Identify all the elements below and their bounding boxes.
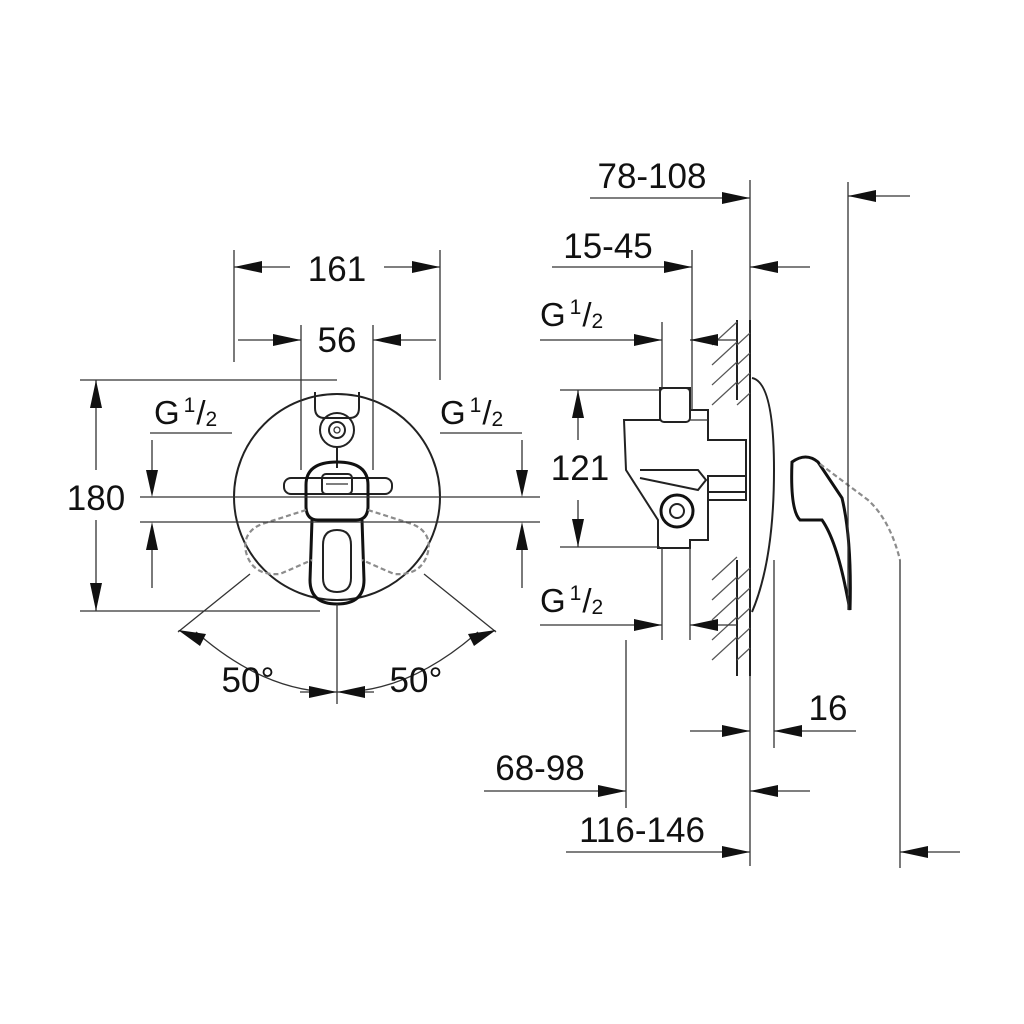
mixer-body-bar <box>283 477 393 495</box>
dim-depth-68-98: 68-98 <box>495 749 585 788</box>
lever-ghost-right <box>361 508 430 576</box>
concealed-body <box>622 387 747 549</box>
dim-spacing-56: 56 <box>318 321 357 360</box>
lever-cutout <box>322 528 352 594</box>
lever-head <box>304 460 370 522</box>
dim-width-161: 161 <box>308 250 366 289</box>
diverter-spindle <box>639 469 708 492</box>
rosette-side <box>751 377 776 613</box>
wall-hatching <box>711 321 751 661</box>
lever-ghost-side <box>819 463 902 561</box>
diverter-housing <box>314 392 360 419</box>
angle-left-50: 50° <box>222 661 275 700</box>
bottom-outlet-inner <box>669 503 685 519</box>
lever-logo-plate <box>321 473 353 495</box>
diverter-outlet-inner <box>328 421 346 439</box>
top-connection <box>659 387 691 423</box>
dim-thickness-16: 16 <box>809 689 848 728</box>
bottom-outlet-outer <box>659 493 695 529</box>
dim-depth-15-45: 15-45 <box>563 227 653 266</box>
dim-depth-116-146: 116-146 <box>579 811 705 850</box>
angle-right-50: 50° <box>390 661 443 700</box>
lever-side <box>790 455 852 611</box>
dim-depth-78-108: 78-108 <box>598 157 707 196</box>
lever-ghost-left <box>244 508 313 576</box>
diverter-outlet-core <box>333 426 341 434</box>
dim-height-180: 180 <box>67 479 125 518</box>
dim-height-121: 121 <box>551 449 609 488</box>
